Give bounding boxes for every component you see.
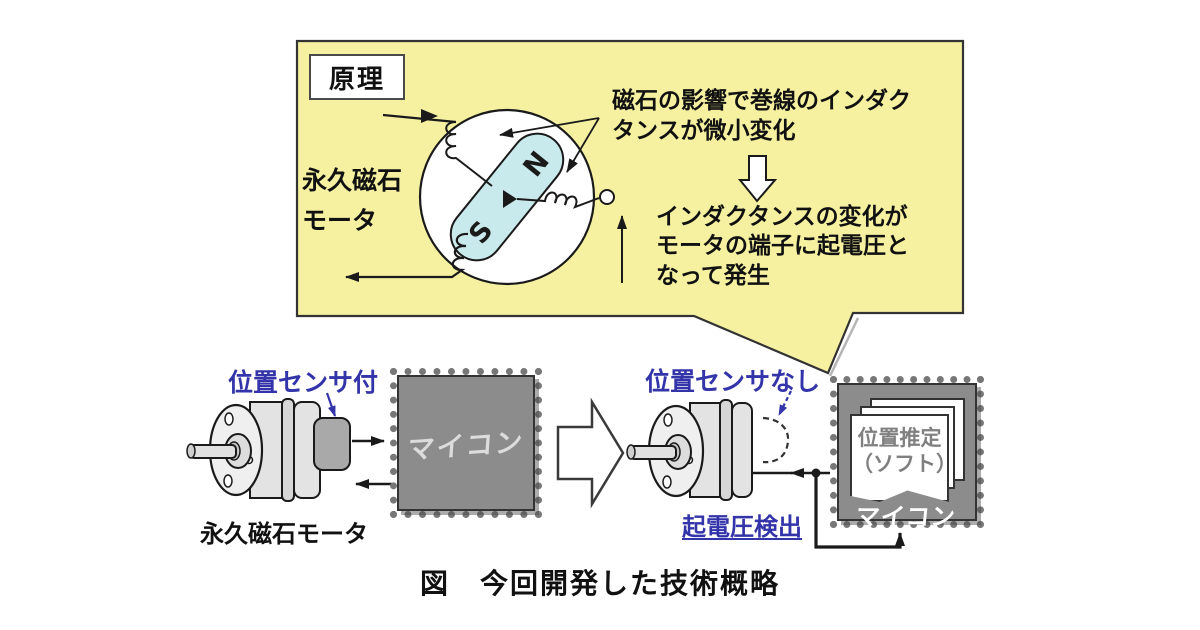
motor-shaft [189, 444, 237, 459]
missing-sensor-outline [762, 416, 790, 464]
chip-label: マイコン [854, 503, 958, 531]
emf-detection-label: 起電圧検出 [682, 513, 802, 541]
chip-body: マイコン [397, 375, 535, 511]
microcontroller-chip-left: マイコン [390, 368, 542, 518]
emf-effect-text: インダクタンスの変化が モータの端子に起電圧と なって発生 [656, 203, 909, 291]
motor-with-sensor [186, 398, 351, 502]
left-motor-caption: 永久磁石モータ [200, 520, 368, 548]
without-sensor-label: 位置センサなし [645, 367, 821, 396]
current-in-arrow [382, 113, 457, 124]
coil-icon-top [445, 121, 493, 187]
motor-shaft [629, 445, 677, 460]
software-line2: （ソフト） [852, 452, 957, 477]
principle-label: 原理 [328, 64, 385, 95]
sensor-pointer-arrow [325, 392, 337, 417]
effect-line1: インダクタンスの変化が [656, 204, 908, 230]
microcontroller-chip-right: 位置推定 （ソフト） マイコン [830, 376, 984, 531]
motor-without-sensor [626, 399, 790, 501]
emf-feedback-wire [752, 468, 905, 549]
bubble-motor-label-line1: 永久磁石 [302, 166, 403, 195]
annotation-arrows [499, 117, 600, 173]
inductance-cause-text: 磁石の影響で巻線のインダク タンスが微小変化 [612, 87, 911, 147]
coil-icon-right [516, 191, 600, 209]
software-line1: 位置推定 [857, 426, 942, 450]
effect-line2: モータの端子に起電圧と [656, 233, 909, 260]
software-page-front: 位置推定 （ソフト） [850, 414, 949, 502]
commutator-contact [503, 190, 517, 208]
cause-line2: タンスが微小変化 [612, 117, 796, 144]
bubble-motor-label: 永久磁石 モータ [302, 161, 402, 241]
effect-line3: なって発生 [656, 262, 770, 289]
position-sensor [313, 417, 351, 471]
no-sensor-pointer-arrow [778, 390, 792, 416]
down-arrow [737, 155, 778, 203]
position-estimation-label: 位置推定 （ソフト） [852, 425, 949, 478]
chip-label: マイコン [406, 426, 526, 466]
figure-caption: 図 今回開発した技術概略 [419, 567, 780, 600]
coil-icon-bottom [345, 232, 469, 282]
chip-body: 位置推定 （ソフト） マイコン [837, 383, 977, 531]
transition-arrow [556, 397, 625, 509]
motor-principle-diagram: N S [345, 108, 627, 286]
terminal-node [599, 189, 615, 205]
principle-box: 原理 [309, 54, 405, 100]
with-sensor-label: 位置センサ付 [228, 368, 379, 397]
bubble-motor-label-line2: モータ [302, 206, 378, 235]
cause-line1: 磁石の影響で巻線のインダク [612, 88, 911, 114]
